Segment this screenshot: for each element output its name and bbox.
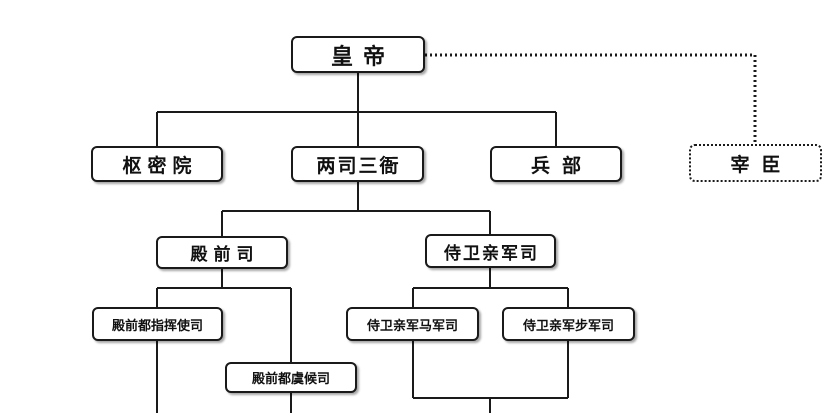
node-palace-commander-office: 殿前都指挥使司: [92, 307, 223, 341]
node-ministry-of-war: 兵部: [490, 146, 622, 182]
node-guard-infantry-office: 侍卫亲军步军司: [502, 307, 635, 341]
node-palace-command: 殿前司: [156, 236, 288, 269]
node-privy-council: 枢密院: [91, 146, 223, 182]
node-two-offices-three-commands: 两司三衙: [291, 146, 424, 182]
node-emperor: 皇帝: [291, 36, 425, 73]
node-imperial-guard: 侍卫亲军司: [425, 234, 556, 268]
node-palace-inspector-office: 殿前都虞候司: [225, 362, 357, 393]
node-guard-cavalry-office: 侍卫亲军马军司: [346, 307, 479, 341]
dotted-connector-chancellor: [425, 53, 757, 144]
node-chancellor: 宰臣: [689, 144, 822, 182]
